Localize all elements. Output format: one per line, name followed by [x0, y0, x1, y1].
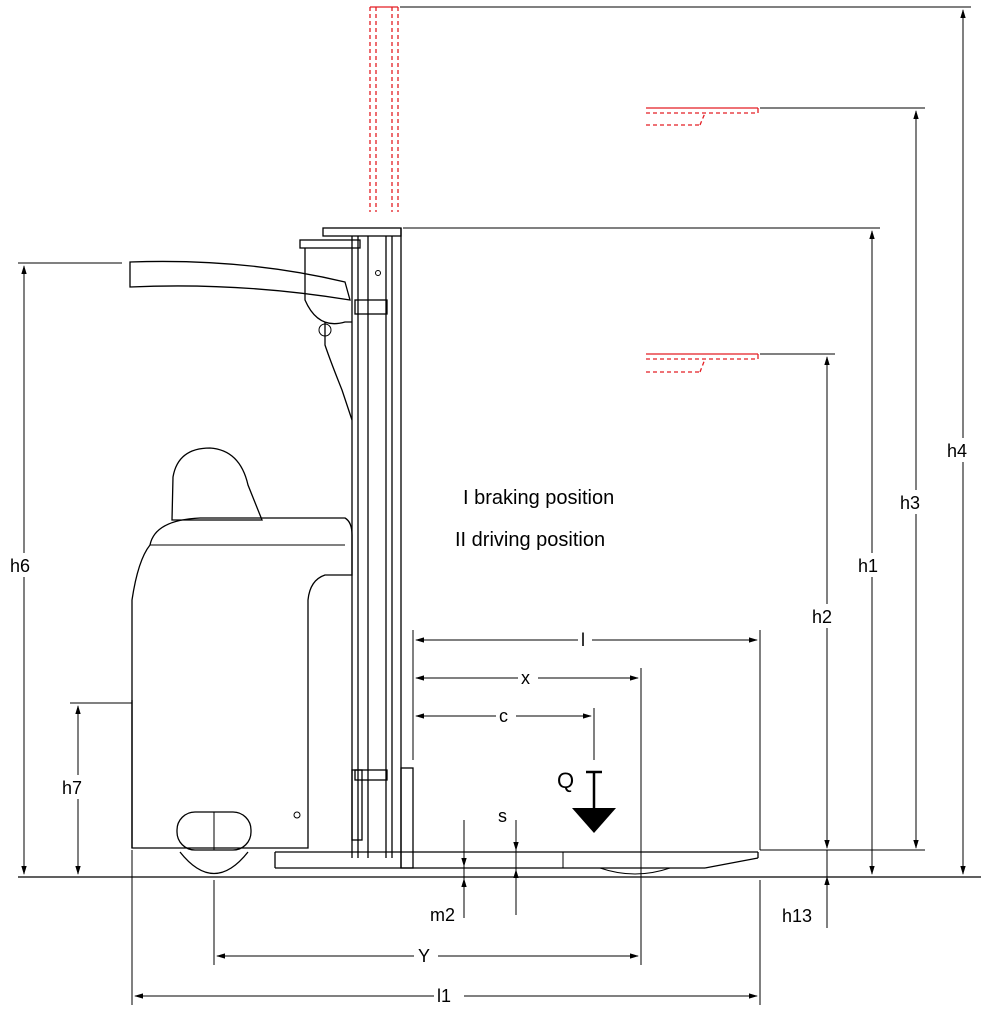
label-h7: h7 [62, 778, 82, 798]
label-l: l [581, 630, 585, 650]
load-arrow [572, 770, 616, 833]
label-h4: h4 [947, 441, 967, 461]
legend-braking-position: I braking position [463, 487, 614, 509]
label-h2: h2 [812, 607, 832, 627]
legend-driving-position: II driving position [455, 529, 605, 551]
raised-fork-lower [646, 353, 759, 373]
raised-mast-outline [369, 6, 399, 212]
label-c: c [499, 706, 508, 726]
label-h3: h3 [900, 493, 920, 513]
label-m2: m2 [430, 905, 455, 925]
label-l1: l1 [437, 986, 451, 1006]
label-h1: h1 [858, 556, 878, 576]
label-h6: h6 [10, 556, 30, 576]
label-Y: Y [418, 946, 430, 966]
tiller-arm [129, 260, 351, 301]
label-s: s [498, 806, 507, 826]
mast [299, 227, 414, 869]
drive-wheel [176, 811, 252, 875]
truck-body [131, 447, 353, 849]
raised-fork-upper [646, 107, 759, 126]
label-Q: Q [557, 768, 574, 793]
label-x: x [521, 668, 530, 688]
label-h13: h13 [782, 906, 812, 926]
